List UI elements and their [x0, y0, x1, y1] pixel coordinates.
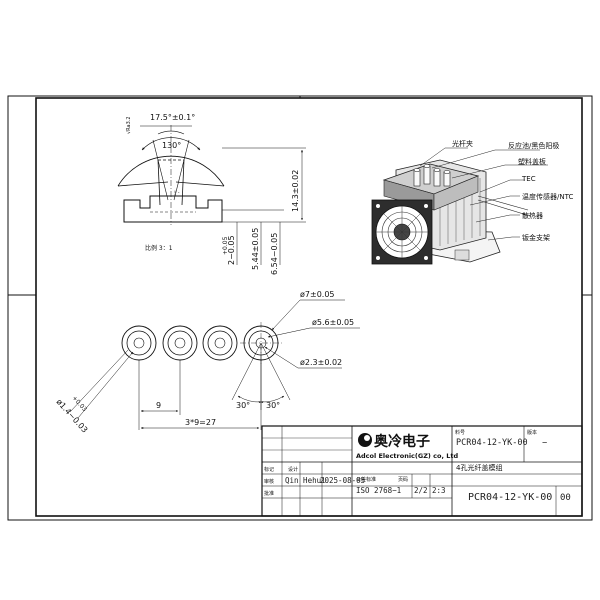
base-block: [123, 195, 223, 223]
row-label-review: 审核: [264, 478, 274, 485]
dim-b: 5.44±0.05: [251, 228, 260, 270]
callout-sensor: 温度传感器/NTC: [522, 192, 573, 201]
rev-value: −: [542, 438, 547, 448]
hole-view: ø7±0.05 ø5.6±0.05 ø2.3±0.02 ø1.4−0.03 +0…: [55, 290, 360, 435]
pitch-label: 9: [156, 401, 161, 410]
designer-label: 设计: [288, 466, 298, 473]
callout-bracket: 钣金支架: [522, 233, 550, 242]
company-name-cn: 奥冷电子: [374, 433, 430, 450]
designer-name: Qin Hehui: [285, 476, 326, 485]
dia-mid-label: ø5.6±0.05: [312, 318, 354, 327]
description: 4孔光纤盖模组: [456, 463, 502, 472]
row-label-approve: 批准: [264, 490, 274, 497]
callout-fiber: 光杆夹: [452, 139, 473, 148]
callout-heatsink: 散热器: [522, 211, 543, 220]
angle-right-label: 30°: [266, 401, 280, 410]
drawing-rev: 00: [560, 493, 571, 503]
outer-border: [7, 95, 593, 521]
sheet-value: 2/2: [414, 486, 428, 495]
row-label-mark: 标记: [264, 466, 274, 473]
total-label: 3*9=27: [185, 418, 216, 427]
scale-value: 2:3: [432, 486, 446, 495]
sheet-label: 页码: [398, 476, 408, 483]
part-no-label: 料号: [455, 429, 465, 436]
hole-1: [121, 325, 157, 361]
hole-2: [162, 325, 198, 361]
part-no: PCR04-12-YK-00: [456, 438, 528, 448]
roughness-note: √Ra3.2: [126, 116, 132, 134]
hole-3: [202, 325, 238, 361]
callout-cell: 反应池/黑色阳极: [508, 141, 559, 150]
svg-text:¦ ·: ¦ ·: [174, 190, 180, 197]
dia-outer-label: ø7±0.05: [300, 290, 335, 299]
dia-inner-label: ø2.3±0.02: [300, 358, 342, 367]
dim-a-tol: +0.05: [222, 236, 229, 255]
cone-arc: [117, 155, 225, 187]
callout-cover: 塑料盖板: [518, 157, 546, 166]
design-date: 2025-08-05: [320, 476, 365, 485]
std-value: ISO 2768−1: [356, 486, 401, 495]
angle-top-label: 17.5°±0.1°: [150, 113, 195, 122]
rev-label: 版本: [527, 429, 537, 436]
dim-a: 2−0.05: [227, 235, 236, 265]
drawing-no: PCR04-12-YK-00: [468, 492, 552, 503]
dim-height: 14.3±0.02: [291, 170, 300, 212]
assembly-view: 光杆夹 反应池/黑色阳极 塑料盖板 TEC 温度传感器/NTC 散热器 钣金支架: [371, 139, 573, 265]
title-block: 奥冷电子 Adcol Electronic(GZ) co, Ltd 料号 PCR…: [261, 425, 583, 517]
dim-c: 6.54−0.05: [270, 233, 279, 275]
scale-note: 比例 3：1: [145, 244, 173, 252]
angle-left-label: 30°: [236, 401, 250, 410]
side-view: ¦ · 17.5°±0.1° 130° √Ra3.2 14.3±0.02 2−0…: [117, 113, 306, 275]
inner-border: [35, 97, 583, 517]
company-name-en: Adcol Electronic(GZ) co, Ltd: [356, 452, 458, 460]
angle-cone-label: 130°: [162, 141, 181, 150]
std-label: 公差标准: [356, 476, 376, 483]
callout-tec: TEC: [521, 175, 536, 183]
